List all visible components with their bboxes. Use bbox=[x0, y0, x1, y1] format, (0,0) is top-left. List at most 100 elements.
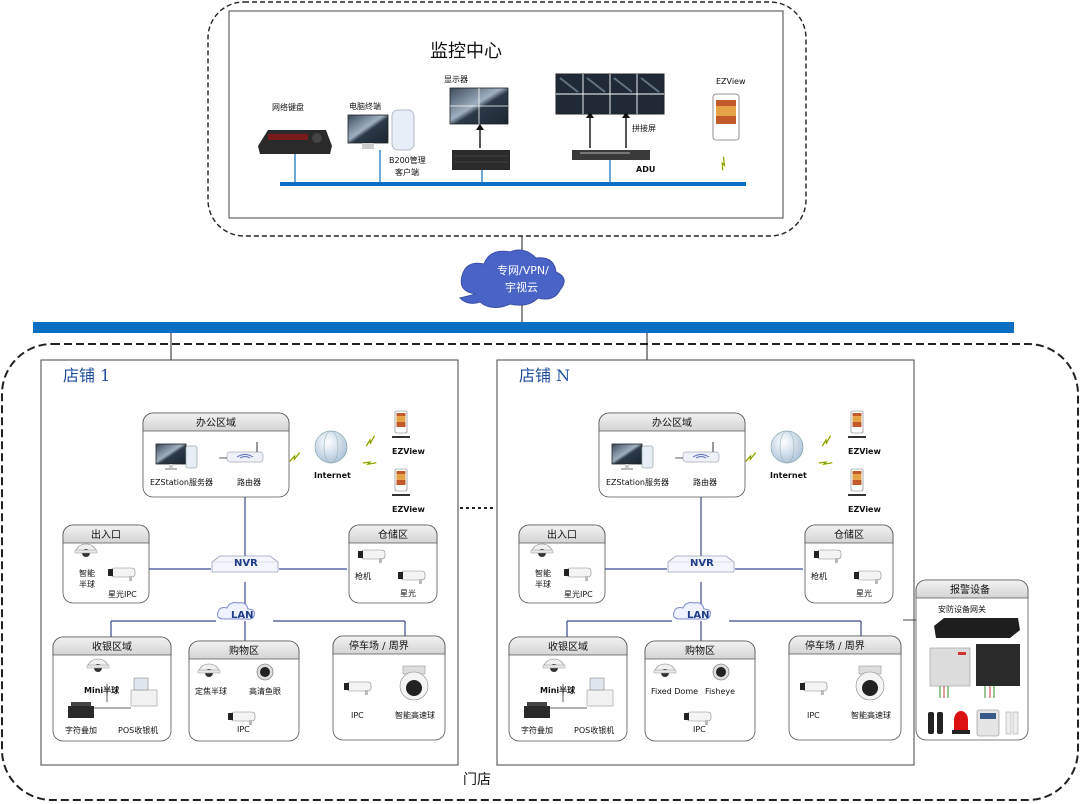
center-bus bbox=[280, 182, 746, 186]
store-n-panel: 店铺 N办公区域EZStation服务器路由器InternetEZViewEZV… bbox=[496, 359, 915, 766]
fisheye-label: 高清鱼眼 bbox=[249, 686, 281, 696]
alarm-gateway-label: 安防设备网关 bbox=[938, 604, 986, 614]
ezview-label: EZView bbox=[392, 447, 425, 456]
mini-dome-label: Mini半球 bbox=[540, 685, 576, 695]
office-zone-title: 办公区域 bbox=[652, 416, 692, 429]
alarm-devices-zone: 报警设备 安防设备网关 bbox=[915, 579, 1029, 741]
parking-zone-title: 停车场 / 周界 bbox=[349, 639, 409, 652]
display-wall-icon bbox=[449, 87, 509, 125]
entrance-zone-title: 出入口 bbox=[547, 528, 577, 541]
char-overlay-label: 字符叠加 bbox=[65, 725, 97, 735]
fixed-dome-label: Fixed Dome bbox=[651, 687, 698, 696]
office-zone: 办公区域 EZStation服务器 路由器 bbox=[142, 412, 290, 498]
center-ezview-label: EZView bbox=[716, 77, 746, 86]
storage-zone-title: 仓储区 bbox=[378, 528, 408, 541]
office-zone: 办公区域 EZStation服务器 路由器 bbox=[598, 412, 746, 498]
pc-terminal-label: 电脑终端 bbox=[349, 101, 381, 111]
smart-dome-label: 智能 bbox=[79, 568, 95, 578]
cloud-label-line2: 宇视云 bbox=[505, 280, 538, 294]
server-tower-icon bbox=[641, 445, 654, 469]
ezview-label: EZView bbox=[392, 505, 425, 514]
ipc-label: IPC bbox=[237, 725, 250, 734]
keypad-icon bbox=[976, 709, 1000, 737]
lan-label: LAN bbox=[687, 610, 709, 621]
cashier-zone-title: 收银区域 bbox=[92, 640, 132, 653]
parking-ipc-label: IPC bbox=[351, 711, 364, 720]
main-network-bus bbox=[33, 322, 1014, 333]
ezview-phone-icon bbox=[850, 468, 864, 492]
shopping-zone-title: 购物区 bbox=[685, 644, 715, 657]
parking-zone: 停车场 / 周界 IPC 智能高速球 bbox=[332, 635, 446, 741]
speed-dome-camera-icon bbox=[855, 665, 885, 701]
stores-bottom-label: 门店 bbox=[463, 772, 491, 788]
b200-label-line1: B200管理 bbox=[389, 155, 426, 165]
pos-label: POS收银机 bbox=[574, 725, 614, 735]
smart-dome-label: 半球 bbox=[79, 579, 95, 589]
siren-icon bbox=[952, 711, 970, 734]
mini-dome-label: Mini半球 bbox=[84, 685, 120, 695]
ezview-phone-icon bbox=[394, 468, 408, 492]
splice-screen-icon bbox=[555, 73, 665, 115]
internet-label: Internet bbox=[314, 471, 351, 480]
router-label: 路由器 bbox=[693, 477, 717, 487]
store-title: 店铺 1 bbox=[63, 366, 110, 385]
fixed-dome-label: 定焦半球 bbox=[195, 686, 227, 696]
alarm-panel-icon bbox=[929, 644, 1020, 687]
internet-globe-icon bbox=[314, 430, 348, 464]
server-label: EZStation服务器 bbox=[150, 477, 213, 487]
ezview-label: EZView bbox=[848, 447, 881, 456]
server-tower-icon bbox=[185, 445, 198, 469]
smart-dome-label: 半球 bbox=[535, 579, 551, 589]
server-label: EZStation服务器 bbox=[606, 477, 669, 487]
fisheye-label: Fisheye bbox=[705, 687, 735, 696]
parking-ipc-label: IPC bbox=[807, 711, 820, 720]
ipc-label: IPC bbox=[693, 725, 706, 734]
starlight-label: 星光 bbox=[400, 588, 416, 598]
cloud-label-line1: 专网/VPN/ bbox=[497, 263, 549, 277]
internet-globe-icon bbox=[770, 430, 804, 464]
speed-dome-camera-icon bbox=[399, 665, 429, 701]
stores-outer-frame bbox=[1, 343, 1079, 801]
store-title: 店铺 N bbox=[519, 366, 570, 385]
private-network-cloud-icon bbox=[459, 249, 565, 308]
router-label: 路由器 bbox=[237, 477, 261, 487]
ezview-phone-icon bbox=[394, 410, 408, 434]
char-overlay-device-icon bbox=[68, 702, 94, 718]
keyboard-icon bbox=[258, 130, 332, 154]
alarm-title: 报警设备 bbox=[950, 583, 990, 596]
storage-zone-title: 仓储区 bbox=[834, 528, 864, 541]
adu-label: ADU bbox=[636, 165, 655, 174]
b200-client-icon bbox=[391, 109, 415, 151]
b200-label-line2: 客户端 bbox=[395, 167, 419, 177]
pos-label: POS收银机 bbox=[118, 725, 158, 735]
splice-label: 拼接屏 bbox=[632, 123, 656, 133]
office-zone-title: 办公区域 bbox=[196, 416, 236, 429]
pc-monitor-icon bbox=[347, 114, 389, 149]
beam-sensor-icon bbox=[928, 712, 943, 734]
cashier-zone-title: 收银区域 bbox=[548, 640, 588, 653]
speed-dome-label: 智能高速球 bbox=[395, 710, 435, 720]
speed-dome-label: 智能高速球 bbox=[851, 710, 891, 720]
char-overlay-label: 字符叠加 bbox=[521, 725, 553, 735]
nvr-label: NVR bbox=[234, 558, 258, 569]
fisheye-camera-icon bbox=[712, 663, 730, 681]
decoder-device-icon bbox=[452, 150, 510, 170]
starlight-ipc-label: 星光IPC bbox=[564, 589, 593, 599]
center-title: 监控中心 bbox=[430, 41, 502, 62]
display-label: 显示器 bbox=[444, 75, 468, 84]
bullet-label: 枪机 bbox=[355, 571, 371, 581]
shopping-zone-title: 购物区 bbox=[229, 644, 259, 657]
gateway-device-icon bbox=[934, 618, 1020, 638]
lan-label: LAN bbox=[231, 610, 253, 621]
door-contact-icon bbox=[1005, 711, 1019, 735]
mobile-phone-icon bbox=[712, 93, 740, 141]
adu-device-icon bbox=[572, 150, 650, 160]
